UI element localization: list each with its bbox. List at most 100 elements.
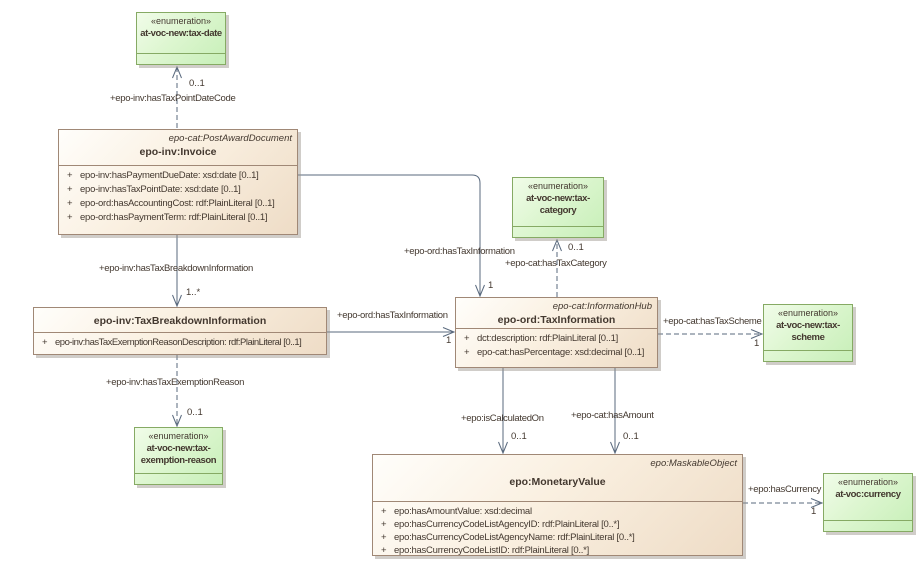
multiplicity-label: 0..1 [187, 407, 203, 418]
class-attributes: + epo:hasAmountValue: xsd:decimal + epo:ha… [373, 501, 742, 556]
visibility-marker: + [67, 184, 73, 195]
class-attributes: + epo-inv:hasPaymentDueDate: xsd:date [0.… [59, 165, 297, 234]
enum-stereotype: «enumeration» [148, 431, 209, 441]
connector-label: +epo:isCalculatedOn [461, 413, 544, 424]
enum-empty-compartment [513, 226, 603, 237]
class-stereotype: epo:MaskableObject [650, 458, 737, 469]
enum-name: at-voc-new:tax-category [526, 193, 590, 216]
class-header: epo-inv:TaxBreakdownInformation [34, 308, 326, 332]
attribute-text: dct:description: rdf:PlainLiteral [0..1] [477, 333, 619, 344]
visibility-marker: + [381, 506, 387, 517]
connector-label: +epo-cat:hasAmount [571, 410, 654, 421]
attribute-text: epo-cat:hasPercentage: xsd:decimal [0..1… [477, 347, 645, 358]
multiplicity-label: 0..1 [511, 431, 527, 442]
enum-header: «enumeration» at-voc-new:tax-date [137, 13, 225, 53]
class-name: epo-inv:TaxBreakdownInformation [93, 315, 267, 327]
visibility-marker: + [67, 212, 73, 223]
arrowhead-up-icon [552, 238, 562, 252]
visibility-marker: + [381, 545, 387, 556]
enum-header: «enumeration» at-voc:currency [824, 474, 912, 520]
class-tax-information[interactable]: epo-cat:InformationHub epo-ord:TaxInform… [455, 297, 658, 368]
attribute-row: + epo-ord:hasPaymentTerm: rdf:PlainLitera… [59, 211, 297, 225]
attribute-text: epo-inv:hasTaxPointDate: xsd:date [0..1] [80, 184, 241, 195]
multiplicity-label: 0..1 [623, 431, 639, 442]
multiplicity-label: 1 [811, 506, 817, 517]
attribute-text: epo-ord:hasAccountingCost: rdf:PlainLite… [80, 198, 275, 209]
enum-name: at-voc-new:tax-exemption-reason [140, 443, 217, 466]
connector-invoice-hastaxinformation-line [298, 174, 481, 296]
connector-label: +epo-inv:hasTaxPointDateCode [110, 93, 236, 104]
attribute-text: epo-inv:hasPaymentDueDate: xsd:date [0..… [80, 170, 259, 181]
arrowhead-down-icon [610, 441, 620, 455]
visibility-marker: + [464, 333, 470, 344]
class-invoice[interactable]: epo-cat:PostAwardDocument epo-inv:Invoic… [58, 129, 298, 235]
attribute-text: epo:hasCurrencyCodeListID: rdf:PlainLite… [394, 545, 590, 556]
arrowhead-up-icon [172, 65, 182, 79]
attribute-row: + epo:hasCurrencyCodeListAgencyID: rdf:Pl… [373, 518, 742, 531]
attribute-text: epo:hasCurrencyCodeListAgencyName: rdf:P… [394, 532, 635, 543]
attribute-row: + epo-inv:hasTaxPointDate: xsd:date [0..1… [59, 183, 297, 197]
connector-label: +epo-ord:hasTaxInformation [404, 246, 515, 257]
attribute-row: + epo-ord:hasAccountingCost: rdf:PlainLit… [59, 197, 297, 211]
attribute-row: + epo-inv:hasTaxExemptionReasonDescriptio… [34, 336, 326, 350]
multiplicity-label: 1 [446, 335, 452, 346]
enum-header: «enumeration» at-voc-new:tax-scheme [764, 305, 852, 350]
multiplicity-label: 0..1 [189, 78, 205, 89]
visibility-marker: + [67, 198, 73, 209]
connector-label: +epo:hasCurrency [748, 484, 822, 495]
arrowhead-down-icon [172, 294, 182, 308]
multiplicity-label: 1 [754, 338, 760, 349]
visibility-marker: + [42, 337, 48, 348]
attribute-text: epo:hasAmountValue: xsd:decimal [394, 506, 532, 517]
class-attributes: + epo-inv:hasTaxExemptionReasonDescriptio… [34, 332, 326, 354]
enum-name: at-voc-new:tax-date [140, 28, 222, 39]
connector-label: +epo-ord:hasTaxInformation [337, 310, 448, 321]
enum-tax-date[interactable]: «enumeration» at-voc-new:tax-date [136, 12, 226, 65]
attribute-row: + epo:hasCurrencyCodeListAgencyName: rdf:… [373, 531, 742, 544]
enum-empty-compartment [764, 350, 852, 361]
arrowhead-down-icon [498, 441, 508, 455]
attribute-row: + dct:description: rdf:PlainLiteral [0..1… [456, 332, 657, 346]
attribute-text: epo:hasCurrencyCodeListAgencyID: rdf:Pla… [394, 519, 620, 530]
class-name: epo:MonetaryValue [509, 476, 606, 488]
visibility-marker: + [67, 170, 73, 181]
enum-tax-category[interactable]: «enumeration» at-voc-new:tax-category [512, 177, 604, 238]
enum-tax-scheme[interactable]: «enumeration» at-voc-new:tax-scheme [763, 304, 853, 362]
class-name: epo-ord:TaxInformation [497, 314, 616, 326]
class-stereotype: epo-cat:PostAwardDocument [168, 133, 292, 144]
enum-tax-exemption-reason[interactable]: «enumeration» at-voc-new:tax-exemption-r… [134, 427, 223, 485]
enum-stereotype: «enumeration» [527, 181, 589, 191]
attribute-row: + epo-cat:hasPercentage: xsd:decimal [0..… [456, 346, 657, 360]
arrowhead-down-icon [475, 284, 485, 298]
class-stereotype: epo-cat:InformationHub [552, 301, 652, 312]
enum-header: «enumeration» at-voc-new:tax-category [513, 178, 603, 226]
enum-stereotype: «enumeration» [837, 477, 899, 487]
connector-label: +epo-cat:hasTaxCategory [505, 258, 607, 269]
multiplicity-label: 1 [488, 280, 494, 291]
class-tax-breakdown-information[interactable]: epo-inv:TaxBreakdownInformation + epo-inv… [33, 307, 327, 355]
attribute-text: epo-inv:hasTaxExemptionReasonDescription… [55, 337, 302, 348]
visibility-marker: + [381, 519, 387, 530]
class-header: epo-cat:InformationHub epo-ord:TaxInform… [456, 298, 657, 328]
enum-currency[interactable]: «enumeration» at-voc:currency [823, 473, 913, 532]
connector-label: +epo-inv:hasTaxBreakdownInformation [99, 263, 253, 274]
attribute-text: epo-ord:hasPaymentTerm: rdf:PlainLiteral… [80, 212, 268, 223]
class-name: epo-inv:Invoice [139, 146, 217, 158]
arrowhead-down-icon [172, 414, 182, 428]
class-attributes: + dct:description: rdf:PlainLiteral [0..1… [456, 328, 657, 367]
class-header: epo-cat:PostAwardDocument epo-inv:Invoic… [59, 130, 297, 165]
multiplicity-label: 1..* [186, 287, 201, 298]
enum-stereotype: «enumeration» [150, 16, 212, 26]
enum-name: at-voc-new:tax-scheme [776, 320, 840, 343]
enum-empty-compartment [137, 53, 225, 64]
enum-empty-compartment [135, 473, 222, 484]
attribute-row: + epo-inv:hasPaymentDueDate: xsd:date [0.… [59, 169, 297, 183]
attribute-row: + epo:hasAmountValue: xsd:decimal [373, 505, 742, 518]
visibility-marker: + [464, 347, 470, 358]
attribute-row: + epo:hasCurrencyCodeListID: rdf:PlainLit… [373, 544, 742, 556]
visibility-marker: + [381, 532, 387, 543]
class-monetary-value[interactable]: epo:MaskableObject epo:MonetaryValue + ep… [372, 454, 743, 556]
class-header: epo:MaskableObject epo:MonetaryValue [373, 455, 742, 501]
enum-header: «enumeration» at-voc-new:tax-exemption-r… [135, 428, 222, 473]
